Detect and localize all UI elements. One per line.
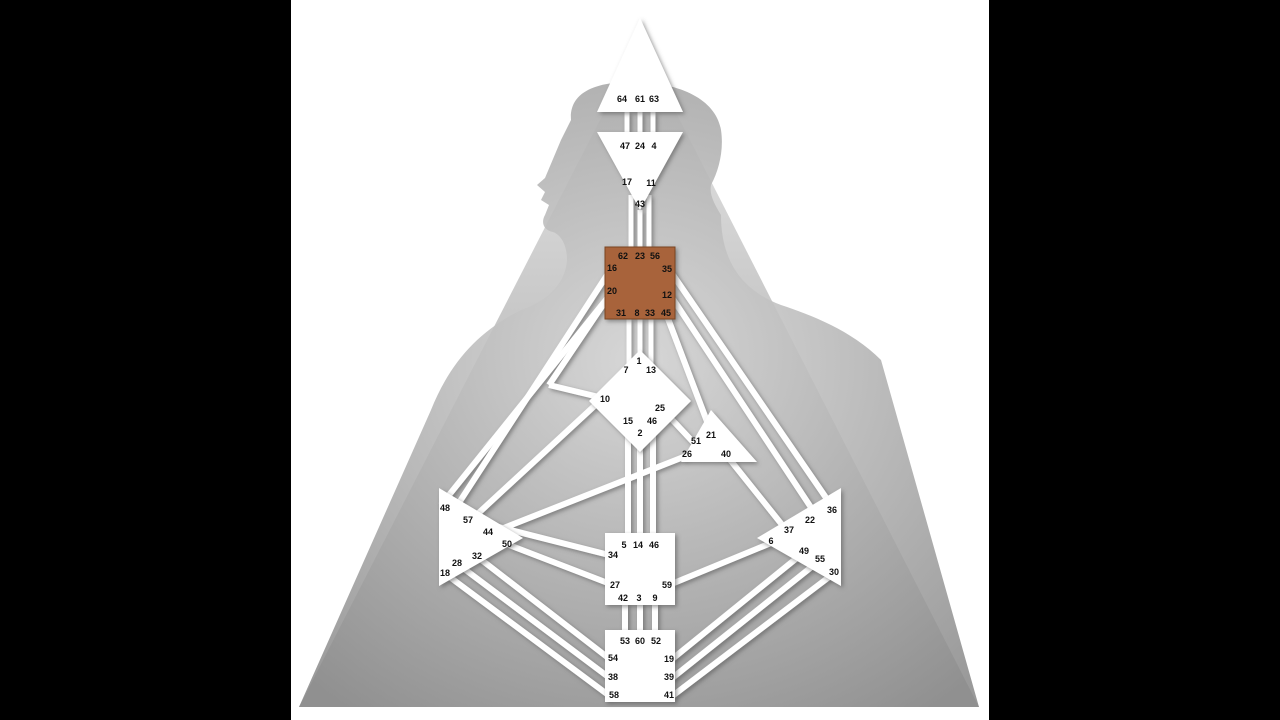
gate-24-label: 24 <box>635 141 645 151</box>
throat-center <box>604 246 676 320</box>
gate-1-label: 1 <box>636 356 641 366</box>
centers <box>439 18 841 702</box>
spleen-center <box>439 488 523 586</box>
gate-30-label: 30 <box>829 567 839 577</box>
gate-6-label: 6 <box>768 536 773 546</box>
gate-20-label: 20 <box>607 286 617 296</box>
gate-35-label: 35 <box>662 264 672 274</box>
gate-10-label: 10 <box>600 394 610 404</box>
gate-17-label: 17 <box>622 177 632 187</box>
root-center <box>605 630 675 702</box>
gate-4-label: 4 <box>651 141 656 151</box>
gate-21-label: 21 <box>706 430 716 440</box>
gate-57-label: 57 <box>463 515 473 525</box>
gate-23-label: 23 <box>635 251 645 261</box>
gate-63-label: 63 <box>649 94 659 104</box>
gate-3-label: 3 <box>636 593 641 603</box>
g-center <box>589 350 691 452</box>
gate-53-label: 53 <box>620 636 630 646</box>
gate-25-label: 25 <box>655 403 665 413</box>
gate-61-label: 61 <box>635 94 645 104</box>
gate-42-label: 42 <box>618 593 628 603</box>
bodygraph-diagram: 6461634724417114362235616352012318334517… <box>299 18 979 707</box>
gate-56-label: 56 <box>650 251 660 261</box>
gate-47-label: 47 <box>620 141 630 151</box>
gate-51-label: 51 <box>691 436 701 446</box>
gate-62-label: 62 <box>618 251 628 261</box>
gate-59-label: 59 <box>662 580 672 590</box>
gate-39-label: 39 <box>664 672 674 682</box>
gate-48-label: 48 <box>440 503 450 513</box>
gate-19-label: 19 <box>664 654 674 664</box>
gate-37-label: 37 <box>784 525 794 535</box>
gate-46-label: 46 <box>649 540 659 550</box>
gate-18-label: 18 <box>440 568 450 578</box>
gate-50-label: 50 <box>502 539 512 549</box>
gate-60-label: 60 <box>635 636 645 646</box>
gate-27-label: 27 <box>610 580 620 590</box>
gate-44-label: 44 <box>483 527 493 537</box>
gate-12-label: 12 <box>662 290 672 300</box>
gate-14-label: 14 <box>633 540 643 550</box>
gate-33-label: 33 <box>645 308 655 318</box>
gate-11-label: 11 <box>646 178 656 188</box>
gate-22-label: 22 <box>805 515 815 525</box>
gate-2-label: 2 <box>637 428 642 438</box>
gate-54-label: 54 <box>608 653 618 663</box>
heart-center <box>681 410 757 462</box>
gate-58-label: 58 <box>609 690 619 700</box>
gate-64-label: 64 <box>617 94 627 104</box>
gate-7-label: 7 <box>623 365 628 375</box>
gate-15-label: 15 <box>623 416 633 426</box>
sacral-center <box>605 533 675 605</box>
gate-28-label: 28 <box>452 558 462 568</box>
channels <box>438 112 835 700</box>
gate-16-label: 16 <box>607 263 617 273</box>
gate-32-label: 32 <box>472 551 482 561</box>
gate-26-label: 26 <box>682 449 692 459</box>
gate-38-label: 38 <box>608 672 618 682</box>
ajna-center <box>597 132 683 210</box>
gate-13-label: 13 <box>646 365 656 375</box>
head-center <box>597 18 683 112</box>
gate-46-label: 46 <box>647 416 657 426</box>
gate-36-label: 36 <box>827 505 837 515</box>
gate-8-label: 8 <box>634 308 639 318</box>
solar-plexus-center <box>757 488 841 586</box>
gate-41-label: 41 <box>664 690 674 700</box>
gate-45-label: 45 <box>661 308 671 318</box>
gate-43-label: 43 <box>635 199 645 209</box>
gate-34-label: 34 <box>608 550 618 560</box>
gate-40-label: 40 <box>721 449 731 459</box>
gate-52-label: 52 <box>651 636 661 646</box>
gate-49-label: 49 <box>799 546 809 556</box>
gate-5-label: 5 <box>621 540 626 550</box>
gate-31-label: 31 <box>616 308 626 318</box>
gate-9-label: 9 <box>652 593 657 603</box>
gate-55-label: 55 <box>815 554 825 564</box>
